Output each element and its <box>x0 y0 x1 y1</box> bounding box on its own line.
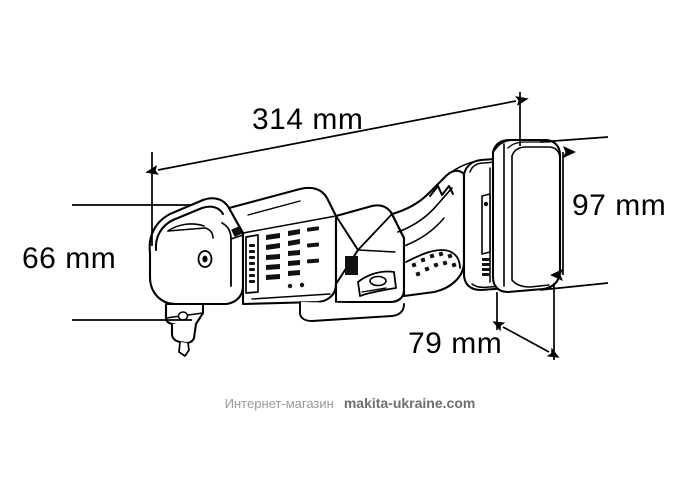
dimension-314mm <box>145 92 529 196</box>
lower-body-shelf <box>299 301 405 322</box>
dim-line-79 <box>492 321 560 358</box>
battery-latch <box>481 193 491 276</box>
dimension-66mm <box>72 196 192 321</box>
dimension-label-depth: 79 mm <box>408 327 503 360</box>
grip-texture <box>411 251 457 277</box>
dimension-label-height: 97 mm <box>572 189 667 222</box>
dimension-79mm <box>492 283 560 360</box>
dimension-label-length: 314 mm <box>252 103 364 136</box>
dimension-label-head-width: 66 mm <box>22 242 117 275</box>
brand-plate <box>245 234 259 294</box>
watermark-shop-text: Интернет-магазин <box>224 396 334 411</box>
motor-housing <box>227 186 338 306</box>
battery-pack <box>491 138 562 294</box>
watermark-site-text: makita-ukraine.com <box>343 395 476 411</box>
watermark: Интернет-магазин makita-ukraine.com <box>0 396 700 412</box>
ext-line-97-bottom <box>539 282 609 291</box>
ext-line-97-top <box>539 136 609 143</box>
motor-housing-vents <box>266 226 320 280</box>
trigger-switch <box>357 270 397 297</box>
keyed-chuck <box>164 302 205 357</box>
dim-line-314 <box>145 96 529 175</box>
dimension-97mm <box>539 136 609 291</box>
